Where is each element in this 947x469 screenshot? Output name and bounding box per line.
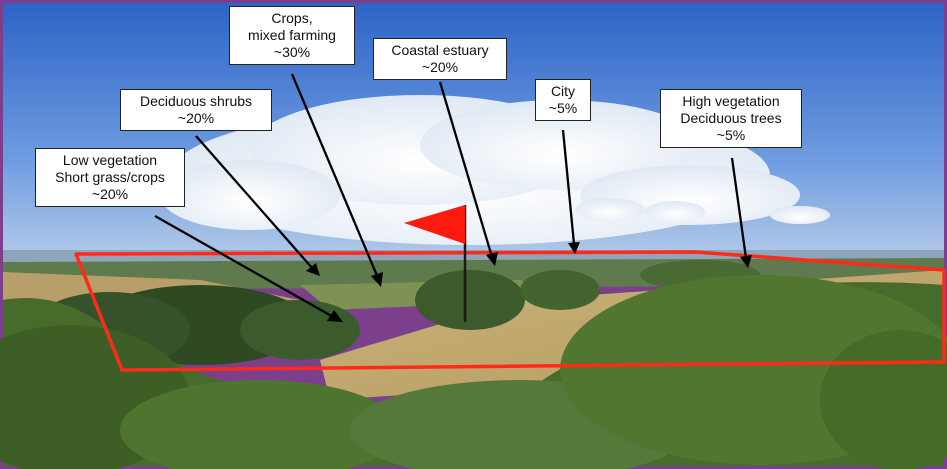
foreground-hedge (0, 275, 947, 469)
label-low-vegetation: Low vegetation Short grass/crops ~20% (35, 148, 185, 207)
label-line: mixed farming (248, 27, 336, 43)
label-line: Coastal estuary (391, 42, 489, 58)
label-line: Short grass/crops (55, 169, 165, 185)
label-line: Deciduous shrubs (139, 93, 253, 109)
label-line: ~20% (177, 110, 215, 126)
label-line: ~30% (273, 44, 311, 60)
label-line: Deciduous trees (680, 110, 782, 126)
label-crops-mixed-farming: Crops, mixed farming ~30% (229, 6, 355, 65)
label-line: City (550, 83, 576, 99)
label-line: ~20% (91, 186, 129, 202)
label-coastal-estuary: Coastal estuary ~20% (373, 38, 507, 80)
flag-marker (404, 205, 467, 322)
label-line: ~5% (548, 100, 578, 116)
label-high-vegetation: High vegetation Deciduous trees ~5% (660, 89, 802, 148)
label-deciduous-shrubs: Deciduous shrubs ~20% (120, 89, 272, 131)
label-line: ~5% (716, 127, 746, 143)
label-city: City ~5% (535, 79, 591, 121)
label-line: Low vegetation (62, 152, 158, 168)
study-area-outline (74, 250, 946, 372)
label-line: Crops, (271, 10, 313, 26)
annotation-arrows (154, 73, 752, 322)
label-line: High vegetation (682, 93, 780, 109)
label-line: ~20% (421, 59, 459, 75)
